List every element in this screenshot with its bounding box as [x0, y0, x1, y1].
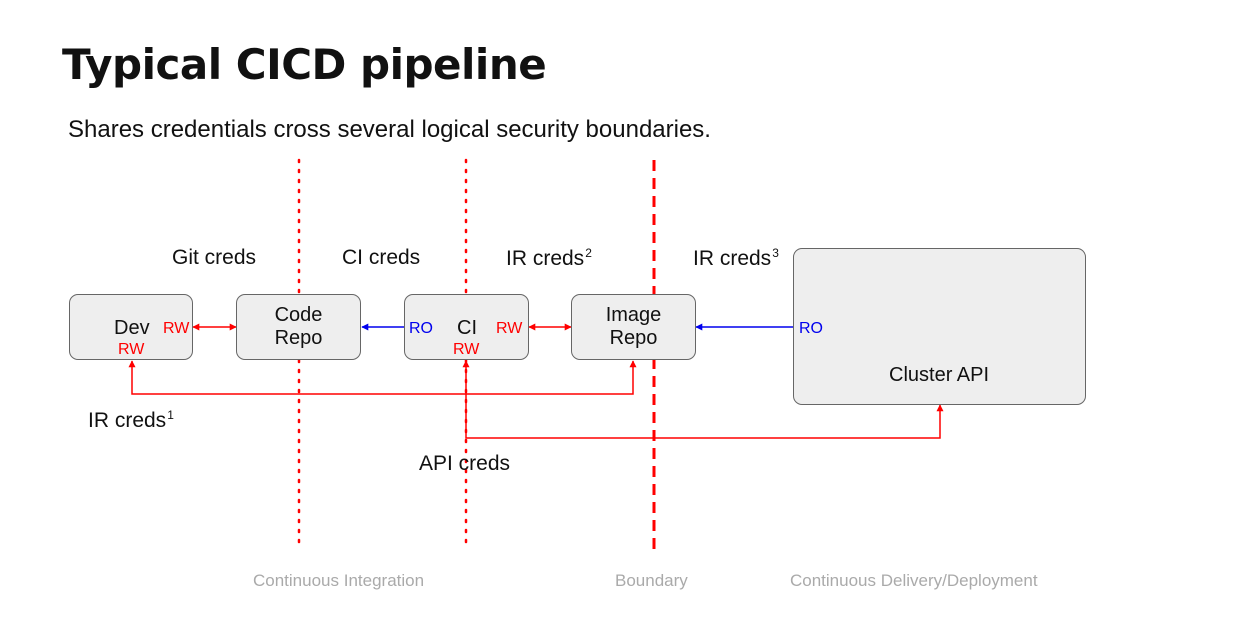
ci-label: CI: [457, 317, 477, 339]
dev-label: Dev: [114, 317, 150, 339]
code-repo-label-line1: Code: [274, 304, 323, 326]
page-title: Typical CICD pipeline: [62, 40, 547, 89]
ir-creds-1-footnote: 1: [167, 408, 174, 422]
api-creds-connector: [462, 360, 944, 439]
ci-ro-tag: RO: [409, 320, 433, 337]
ir-creds-2-label: IR creds2: [506, 246, 592, 271]
ci-creds-label: CI creds: [342, 246, 420, 270]
image-repo-label-line1: Image: [605, 304, 662, 326]
code-repo-label-line2: Repo: [274, 327, 323, 349]
zone-label-boundary: Boundary: [615, 571, 688, 590]
zone-label-continuous-integration: Continuous Integration: [253, 571, 425, 590]
dev-rw-bottom-tag: RW: [118, 341, 145, 358]
image-repo-label-line2: Repo: [609, 327, 658, 349]
page-subtitle: Shares credentials cross several logical…: [68, 116, 711, 143]
ir-creds-1-label: IR creds1: [88, 408, 174, 433]
dev-node: [69, 294, 193, 360]
api-creds-text: API creds: [419, 452, 511, 475]
ir-creds-3-label: IR creds3: [693, 246, 779, 271]
code-repo-node: [236, 294, 361, 360]
ir-creds-3-footnote: 3: [772, 246, 779, 260]
ci-creds-text: CI creds: [342, 246, 421, 269]
image-repo-node: [571, 294, 696, 360]
ci-node: [404, 294, 529, 360]
cluster-api-node: [793, 248, 1086, 405]
code-repo-label: Code Repo: [236, 304, 361, 350]
cluster-api-label: Cluster API: [889, 364, 990, 386]
ir-creds-2-text: IR creds: [506, 247, 585, 270]
api-creds-label: API creds: [419, 452, 510, 476]
ci-rw-right-tag: RW: [496, 320, 523, 337]
ci-rw-bottom-tag: RW: [453, 341, 480, 358]
ir-creds-connector: [128, 360, 637, 395]
ir-creds-3-text: IR creds: [693, 247, 772, 270]
cluster-api-ro-tag: RO: [799, 320, 823, 337]
ir-creds-2-footnote: 2: [585, 246, 592, 260]
git-creds-text: Git creds: [172, 246, 257, 269]
dev-rw-right-tag: RW: [163, 320, 190, 337]
git-creds-label: Git creds: [172, 246, 256, 270]
zone-label-continuous-delivery: Continuous Delivery/Deployment: [790, 571, 1038, 590]
ir-creds-1-text: IR creds: [88, 409, 167, 432]
image-repo-label: Image Repo: [571, 304, 696, 350]
